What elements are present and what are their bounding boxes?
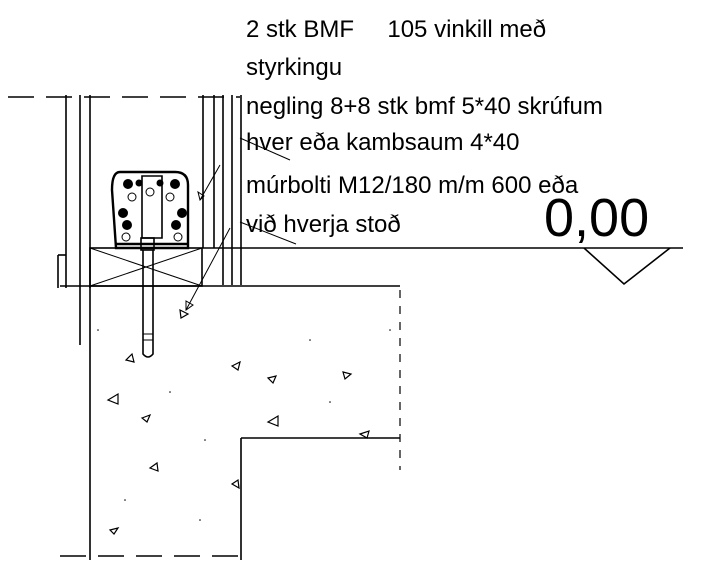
note-line-2: styrkingu (246, 54, 342, 81)
note-line-3: negling 8+8 stk bmf 5*40 skrúfum (246, 93, 603, 120)
note-line-4: hver eða kambsaum 4*40 (246, 129, 520, 156)
note-line-1: 2 stk BMF 105 vinkill með (246, 16, 546, 43)
bmf-angle-bracket (110, 170, 190, 250)
leader-lines (185, 137, 297, 311)
anchor-bolt (140, 237, 155, 358)
concrete-foundation (60, 286, 401, 560)
level-marker: 0,00 (400, 188, 683, 286)
sill-plate (60, 247, 400, 287)
level-value: 0,00 (544, 188, 649, 248)
note-line-6: við hverja stoð (246, 211, 401, 238)
annotation-notes: 2 stk BMF 105 vinkill með styrkingu negl… (246, 16, 603, 238)
wall-studs (57, 95, 242, 345)
concrete-aggregate (97, 308, 391, 535)
note-line-5: múrbolti M12/180 m/m 600 eða (246, 172, 579, 199)
